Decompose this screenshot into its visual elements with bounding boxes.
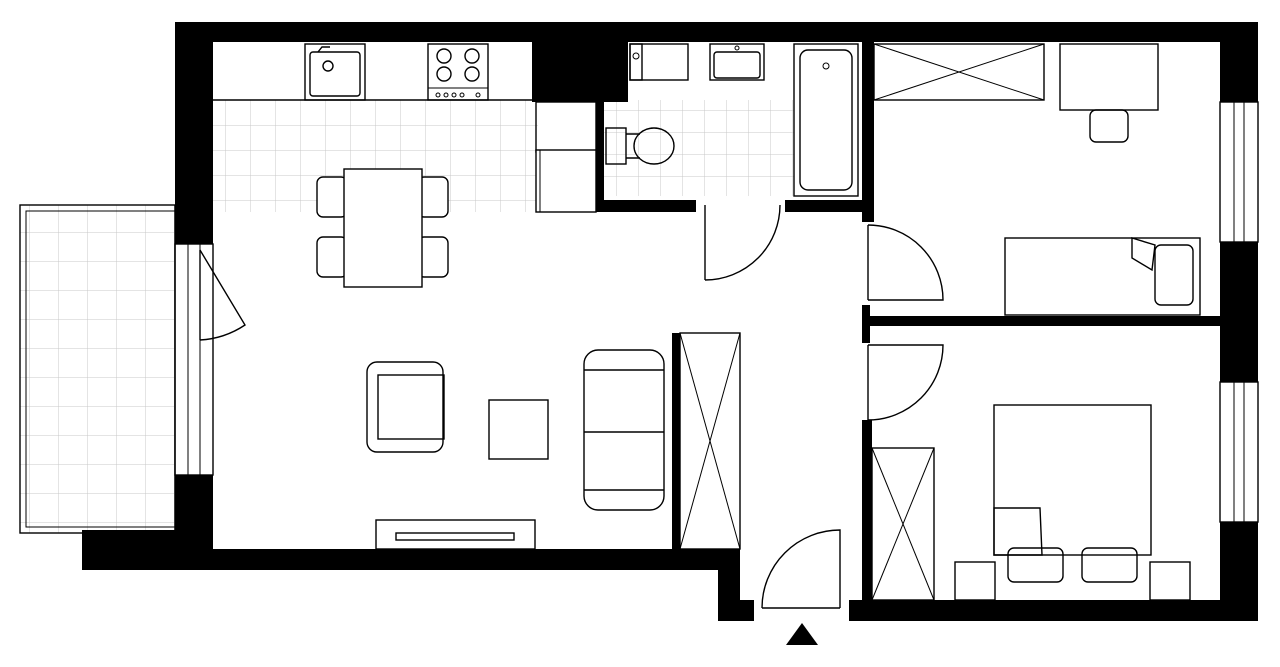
wardrobe-top-bedroom [873, 43, 1045, 101]
window-right-top [1219, 101, 1259, 243]
nightstands [954, 561, 1191, 601]
desk [1059, 43, 1159, 143]
washing-machine [629, 43, 689, 81]
wardrobe-hall [679, 332, 741, 550]
double-bed [993, 404, 1152, 583]
single-bed [1004, 237, 1201, 316]
stove-cooktop [427, 43, 489, 101]
bathtub [793, 43, 859, 197]
wardrobe-bottom-bedroom [871, 447, 935, 601]
coffee-table [488, 399, 549, 460]
tv-stand [375, 519, 536, 550]
bathroom-door [704, 204, 781, 281]
sofa [583, 349, 665, 511]
entrance-door [761, 529, 841, 609]
bottom-bedroom-door [867, 344, 944, 421]
window-left [174, 243, 214, 476]
refrigerator [535, 149, 597, 213]
toilet [605, 127, 675, 165]
dining-table [316, 168, 449, 288]
bathroom-tile-floor [604, 100, 794, 196]
kitchen-sink [304, 43, 366, 101]
walls [82, 22, 1258, 621]
balcony [19, 204, 176, 534]
entrance-marker-icon [786, 623, 818, 645]
armchair [366, 361, 445, 453]
balcony-door [199, 249, 246, 341]
window-right-bottom [1219, 381, 1259, 523]
bathroom-sink [709, 43, 765, 81]
top-bedroom-door [867, 224, 944, 301]
